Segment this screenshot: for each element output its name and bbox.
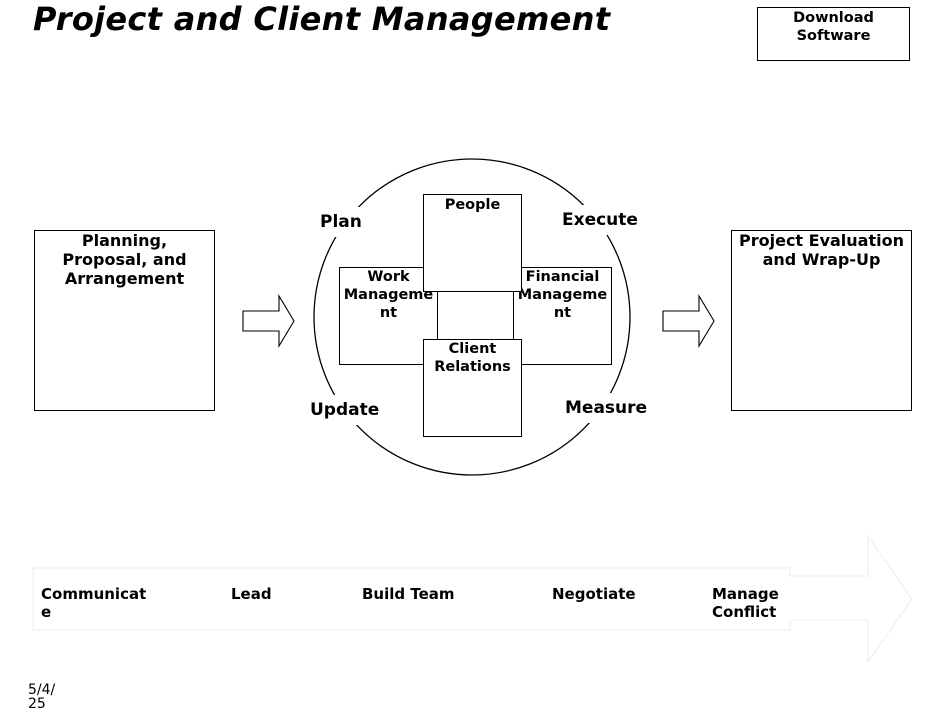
download-label-line2: Software bbox=[796, 28, 871, 44]
phase-box-planning-line1: Planning, bbox=[81, 231, 168, 250]
work-management-line3: nt bbox=[379, 305, 398, 321]
arrow-right-icon-2 bbox=[662, 294, 715, 348]
work-management-line2: Manageme bbox=[343, 287, 434, 303]
work-management-line1: Work bbox=[367, 269, 410, 285]
phase-box-evaluation: Project Evaluation and Wrap-Up bbox=[731, 230, 912, 411]
cycle-circle bbox=[313, 158, 631, 476]
skill-negotiate: Negotiate bbox=[552, 585, 636, 603]
cycle-label-measure: Measure bbox=[565, 398, 648, 418]
skill-manage-conflict-line1: Manage bbox=[712, 585, 779, 603]
cycle-label-execute: Execute bbox=[562, 210, 638, 230]
cross-box-financial-management: Financial Manageme nt bbox=[513, 267, 612, 365]
phase-box-evaluation-line1: Project Evaluation bbox=[739, 231, 904, 250]
phase-box-evaluation-line2: and Wrap-Up bbox=[762, 250, 881, 269]
skill-communicate-line1: Communicat bbox=[41, 585, 147, 603]
slide-date-line2: 25 bbox=[28, 696, 46, 712]
client-relations-line1: Client bbox=[448, 341, 497, 357]
slide-date: 5/4/ 25 bbox=[28, 683, 55, 711]
financial-management-line1: Financial bbox=[525, 269, 600, 285]
cross-box-work-management: Work Manageme nt bbox=[339, 267, 438, 365]
skill-build-team: Build Team bbox=[362, 585, 455, 603]
download-software-button[interactable]: Download Software bbox=[757, 7, 910, 61]
phase-box-planning-line3: Arrangement bbox=[64, 269, 185, 288]
slide-date-line1: 5/4/ bbox=[28, 682, 56, 698]
skill-manage-conflict: Manage Conflict bbox=[712, 585, 779, 621]
page-title: Project and Client Management bbox=[33, 0, 611, 38]
phase-box-planning: Planning, Proposal, and Arrangement bbox=[34, 230, 215, 411]
cross-center bbox=[437, 291, 514, 340]
skill-communicate-line2: e bbox=[41, 603, 52, 621]
skill-communicate: Communicat e bbox=[41, 585, 146, 621]
financial-management-line3: nt bbox=[553, 305, 572, 321]
cross-box-people: People bbox=[423, 194, 522, 292]
people-label: People bbox=[444, 197, 501, 213]
cross-box-client-relations: Client Relations bbox=[423, 339, 522, 437]
client-relations-line2: Relations bbox=[434, 359, 511, 375]
cycle-label-plan: Plan bbox=[320, 212, 362, 232]
phase-box-planning-line2: Proposal, and bbox=[62, 250, 187, 269]
download-label-line1: Download bbox=[793, 10, 874, 26]
skills-band-arrow bbox=[32, 534, 913, 664]
skill-lead: Lead bbox=[231, 585, 272, 603]
arrow-right-icon bbox=[242, 294, 295, 348]
financial-management-line2: Manageme bbox=[517, 287, 608, 303]
cycle-label-update: Update bbox=[310, 400, 380, 420]
skill-manage-conflict-line2: Conflict bbox=[712, 603, 777, 621]
